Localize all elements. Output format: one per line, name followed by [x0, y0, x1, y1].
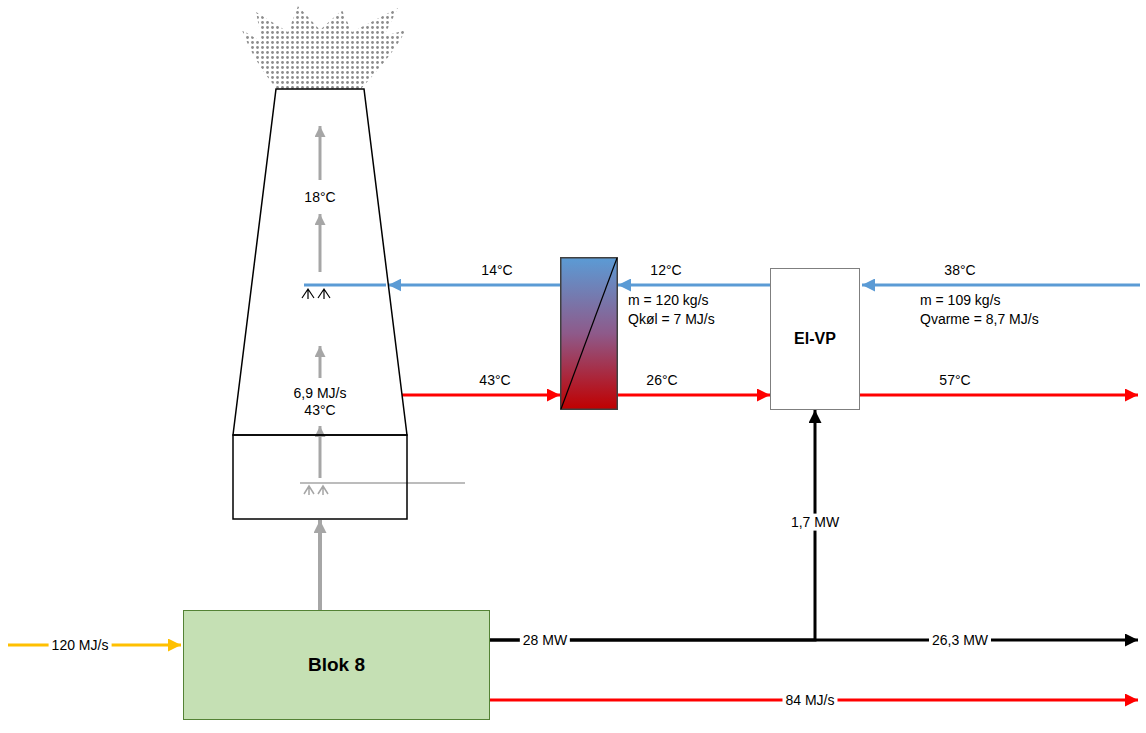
flow-label: Qkøl = 7 MJ/s	[628, 311, 715, 328]
edge-label: 1,7 MW	[788, 514, 842, 531]
chimney-body	[233, 89, 407, 435]
chimney-stack: 18°C 6,9 MJ/s 43°C	[232, 88, 408, 520]
box-title: Blok 8	[308, 654, 365, 676]
flue-gas-arrow	[319, 214, 322, 272]
smoke-plume	[242, 6, 406, 90]
fuel-label: 120 MJ/s	[49, 637, 112, 654]
flue-gas-arrow	[319, 346, 322, 378]
spray-nozzles	[302, 289, 330, 299]
heat-label: 84 MJ/s	[782, 692, 837, 709]
heat-label: Qvarme = 8,7 MJ/s	[920, 311, 1039, 328]
edge-label: 12°C	[650, 262, 681, 279]
temperature-label: 18°C	[304, 189, 335, 206]
edge-label: 14°C	[481, 262, 512, 279]
temperature-label: 38°C	[944, 262, 975, 279]
flow-connector	[618, 284, 770, 287]
heat-pump-box: El-VP	[770, 268, 860, 410]
scrubber-section	[233, 435, 407, 519]
flow-connector	[402, 394, 560, 397]
spray-pipe	[304, 284, 386, 287]
flow-connector	[618, 394, 770, 397]
flow-connector	[318, 520, 322, 610]
box-title: El-VP	[794, 330, 836, 348]
temperature-label: 57°C	[939, 372, 970, 389]
exchanger-diagonal	[561, 258, 617, 409]
return-water-line	[862, 284, 1140, 287]
exchanger-body	[561, 258, 618, 410]
flue-gas-arrow	[319, 426, 322, 478]
spray-pipe	[300, 482, 465, 484]
flue-gas-label: 6,9 MJ/s 43°C	[287, 385, 353, 419]
flue-gas-arrow	[319, 126, 322, 180]
power-label: 28 MW	[520, 632, 570, 649]
flow-label: m = 120 kg/s	[628, 292, 709, 309]
flow-connector	[388, 284, 560, 287]
flow-label: m = 109 kg/s	[920, 292, 1001, 309]
chimney-outline	[232, 88, 408, 520]
heat-exchanger: m = 120 kg/sQkøl = 7 MJ/s	[560, 257, 618, 410]
spray-nozzles	[304, 486, 328, 495]
plant-block: Blok 8	[183, 610, 490, 720]
exchanger-outline	[560, 257, 618, 410]
supply-water-line	[860, 394, 1138, 397]
flow-connector	[490, 410, 815, 640]
edge-label: 43°C	[479, 372, 510, 389]
edge-label: 26°C	[646, 372, 677, 389]
power-label: 26,3 MW	[929, 632, 991, 649]
